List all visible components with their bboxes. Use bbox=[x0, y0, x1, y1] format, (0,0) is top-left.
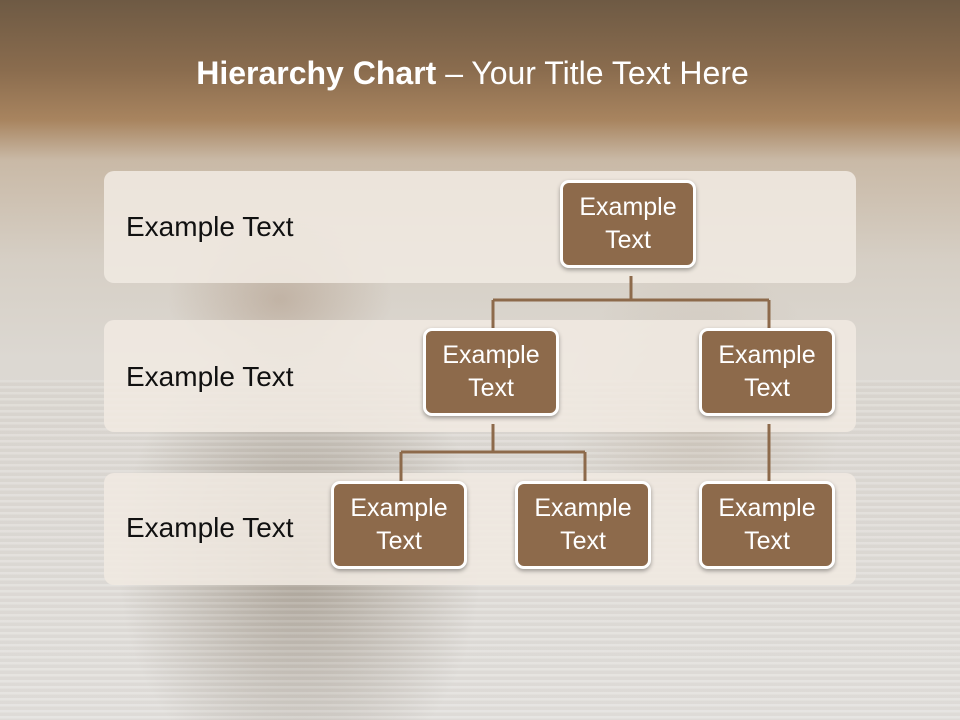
slide-title: Hierarchy Chart – Your Title Text Here bbox=[0, 55, 945, 92]
node-left-line1: Example bbox=[442, 341, 540, 369]
node-right-line1: Example bbox=[718, 341, 816, 369]
level-label-1: Example Text bbox=[126, 211, 294, 242]
node-root-line2: Text bbox=[605, 226, 651, 254]
node-left-child-2-line1: Example bbox=[534, 494, 632, 522]
node-right-child-1-line2: Text bbox=[744, 527, 790, 555]
level-band-1 bbox=[104, 171, 856, 283]
title-bold-part: Hierarchy Chart bbox=[196, 55, 437, 91]
level-label-3: Example Text bbox=[126, 512, 294, 543]
node-right-child-1-line1: Example bbox=[718, 494, 816, 522]
node-root-line1: Example bbox=[579, 193, 677, 221]
title-rest-part: – Your Title Text Here bbox=[436, 55, 749, 91]
node-left-child-2-line2: Text bbox=[560, 527, 606, 555]
level-label-2: Example Text bbox=[126, 361, 294, 392]
node-right-line2: Text bbox=[744, 374, 790, 402]
node-left-child-1-line2: Text bbox=[376, 527, 422, 555]
node-left-child-1-line1: Example bbox=[350, 494, 448, 522]
node-left-line2: Text bbox=[468, 374, 514, 402]
